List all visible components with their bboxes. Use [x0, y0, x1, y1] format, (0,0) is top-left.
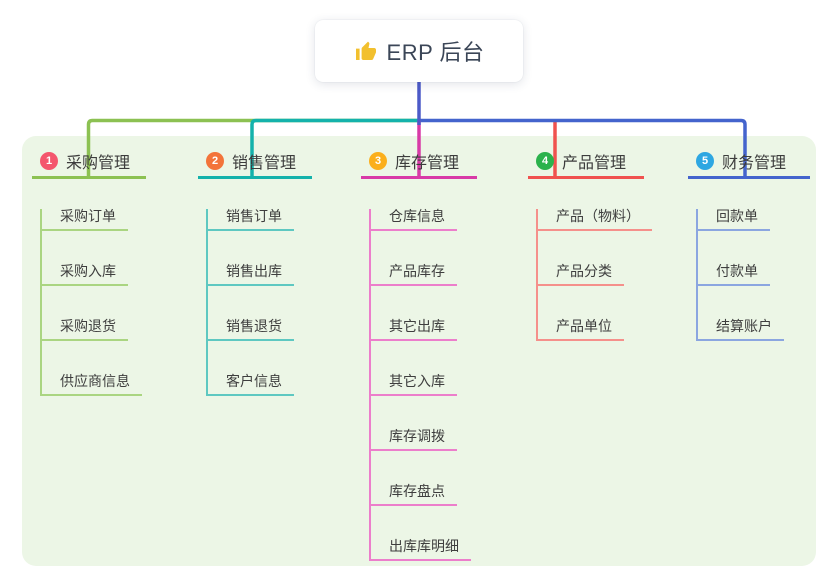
child-node[interactable]: 采购订单 — [42, 209, 128, 231]
child-node[interactable]: 供应商信息 — [42, 374, 142, 396]
child-node[interactable]: 产品分类 — [538, 264, 624, 286]
child-label: 采购入库 — [60, 263, 116, 279]
child-node[interactable]: 销售退货 — [208, 319, 294, 341]
branch-title: 销售管理 — [232, 155, 297, 172]
child-label: 其它入库 — [389, 373, 445, 389]
child-label: 采购退货 — [60, 318, 116, 334]
branch-title: 采购管理 — [66, 155, 131, 172]
branch-children: 采购订单采购入库采购退货供应商信息 — [40, 209, 146, 396]
branch-title: 库存管理 — [395, 155, 460, 172]
branch-采购管理: 1 采购管理 采购订单采购入库采购退货供应商信息 — [32, 146, 146, 396]
branch-库存管理: 3 库存管理 仓库信息产品库存其它出库其它入库库存调拨库存盘点出库库明细 — [361, 146, 477, 561]
child-node[interactable]: 付款单 — [698, 264, 770, 286]
branch-header[interactable]: 2 销售管理 — [198, 146, 312, 179]
child-label: 供应商信息 — [60, 373, 130, 389]
child-node[interactable]: 产品库存 — [371, 264, 457, 286]
child-label: 销售退货 — [226, 318, 282, 334]
child-node[interactable]: 结算账户 — [698, 319, 784, 341]
child-node[interactable]: 采购入库 — [42, 264, 128, 286]
branch-index-badge: 5 — [696, 152, 714, 170]
branch-header[interactable]: 3 库存管理 — [361, 146, 477, 179]
child-node[interactable]: 销售订单 — [208, 209, 294, 231]
branch-children: 仓库信息产品库存其它出库其它入库库存调拨库存盘点出库库明细 — [369, 209, 477, 561]
child-label: 库存调拨 — [389, 428, 445, 444]
branch-index-badge: 2 — [206, 152, 224, 170]
child-label: 产品分类 — [556, 263, 612, 279]
branch-children: 产品（物料） 产品分类产品单位 — [536, 209, 652, 341]
child-node[interactable]: 其它出库 — [371, 319, 457, 341]
child-label: 产品单位 — [556, 318, 612, 334]
root-title: ERP 后台 — [386, 40, 485, 65]
branch-children: 销售订单销售出库销售退货客户信息 — [206, 209, 312, 396]
child-node[interactable]: 库存盘点 — [371, 484, 457, 506]
child-label: 产品（物料） — [556, 208, 640, 224]
child-label: 出库库明细 — [389, 538, 459, 554]
branch-财务管理: 5 财务管理 回款单付款单结算账户 — [688, 146, 810, 341]
branch-children: 回款单付款单结算账户 — [696, 209, 810, 341]
child-label: 客户信息 — [226, 373, 282, 389]
root-node[interactable]: ERP 后台 — [315, 20, 523, 82]
child-node[interactable]: 仓库信息 — [371, 209, 457, 231]
child-node[interactable]: 出库库明细 — [371, 539, 471, 561]
child-label: 库存盘点 — [389, 483, 445, 499]
branch-index-badge: 4 — [536, 152, 554, 170]
child-label: 结算账户 — [716, 318, 772, 334]
child-node[interactable]: 产品（物料） — [538, 209, 652, 231]
branch-产品管理: 4 产品管理 产品（物料） 产品分类产品单位 — [528, 146, 652, 341]
child-node[interactable]: 回款单 — [698, 209, 770, 231]
child-label: 销售出库 — [226, 263, 282, 279]
branch-header[interactable]: 1 采购管理 — [32, 146, 146, 179]
child-node[interactable]: 采购退货 — [42, 319, 128, 341]
thumbs-up-icon — [355, 41, 376, 60]
branch-title: 财务管理 — [722, 155, 787, 172]
branches-panel — [22, 136, 816, 566]
child-label: 仓库信息 — [389, 208, 445, 224]
child-label: 产品库存 — [389, 263, 445, 279]
child-node[interactable]: 产品单位 — [538, 319, 624, 341]
branch-title: 产品管理 — [562, 155, 627, 172]
child-node[interactable]: 客户信息 — [208, 374, 294, 396]
child-label: 销售订单 — [226, 208, 282, 224]
branch-header[interactable]: 4 产品管理 — [528, 146, 644, 179]
child-label: 回款单 — [716, 208, 758, 224]
branch-index-badge: 1 — [40, 152, 58, 170]
child-node[interactable]: 其它入库 — [371, 374, 457, 396]
branch-销售管理: 2 销售管理 销售订单销售出库销售退货客户信息 — [198, 146, 312, 396]
child-node[interactable]: 销售出库 — [208, 264, 294, 286]
child-label: 其它出库 — [389, 318, 445, 334]
branch-index-badge: 3 — [369, 152, 387, 170]
child-label: 采购订单 — [60, 208, 116, 224]
branch-header[interactable]: 5 财务管理 — [688, 146, 810, 179]
child-node[interactable]: 库存调拨 — [371, 429, 457, 451]
child-label: 付款单 — [716, 263, 758, 279]
